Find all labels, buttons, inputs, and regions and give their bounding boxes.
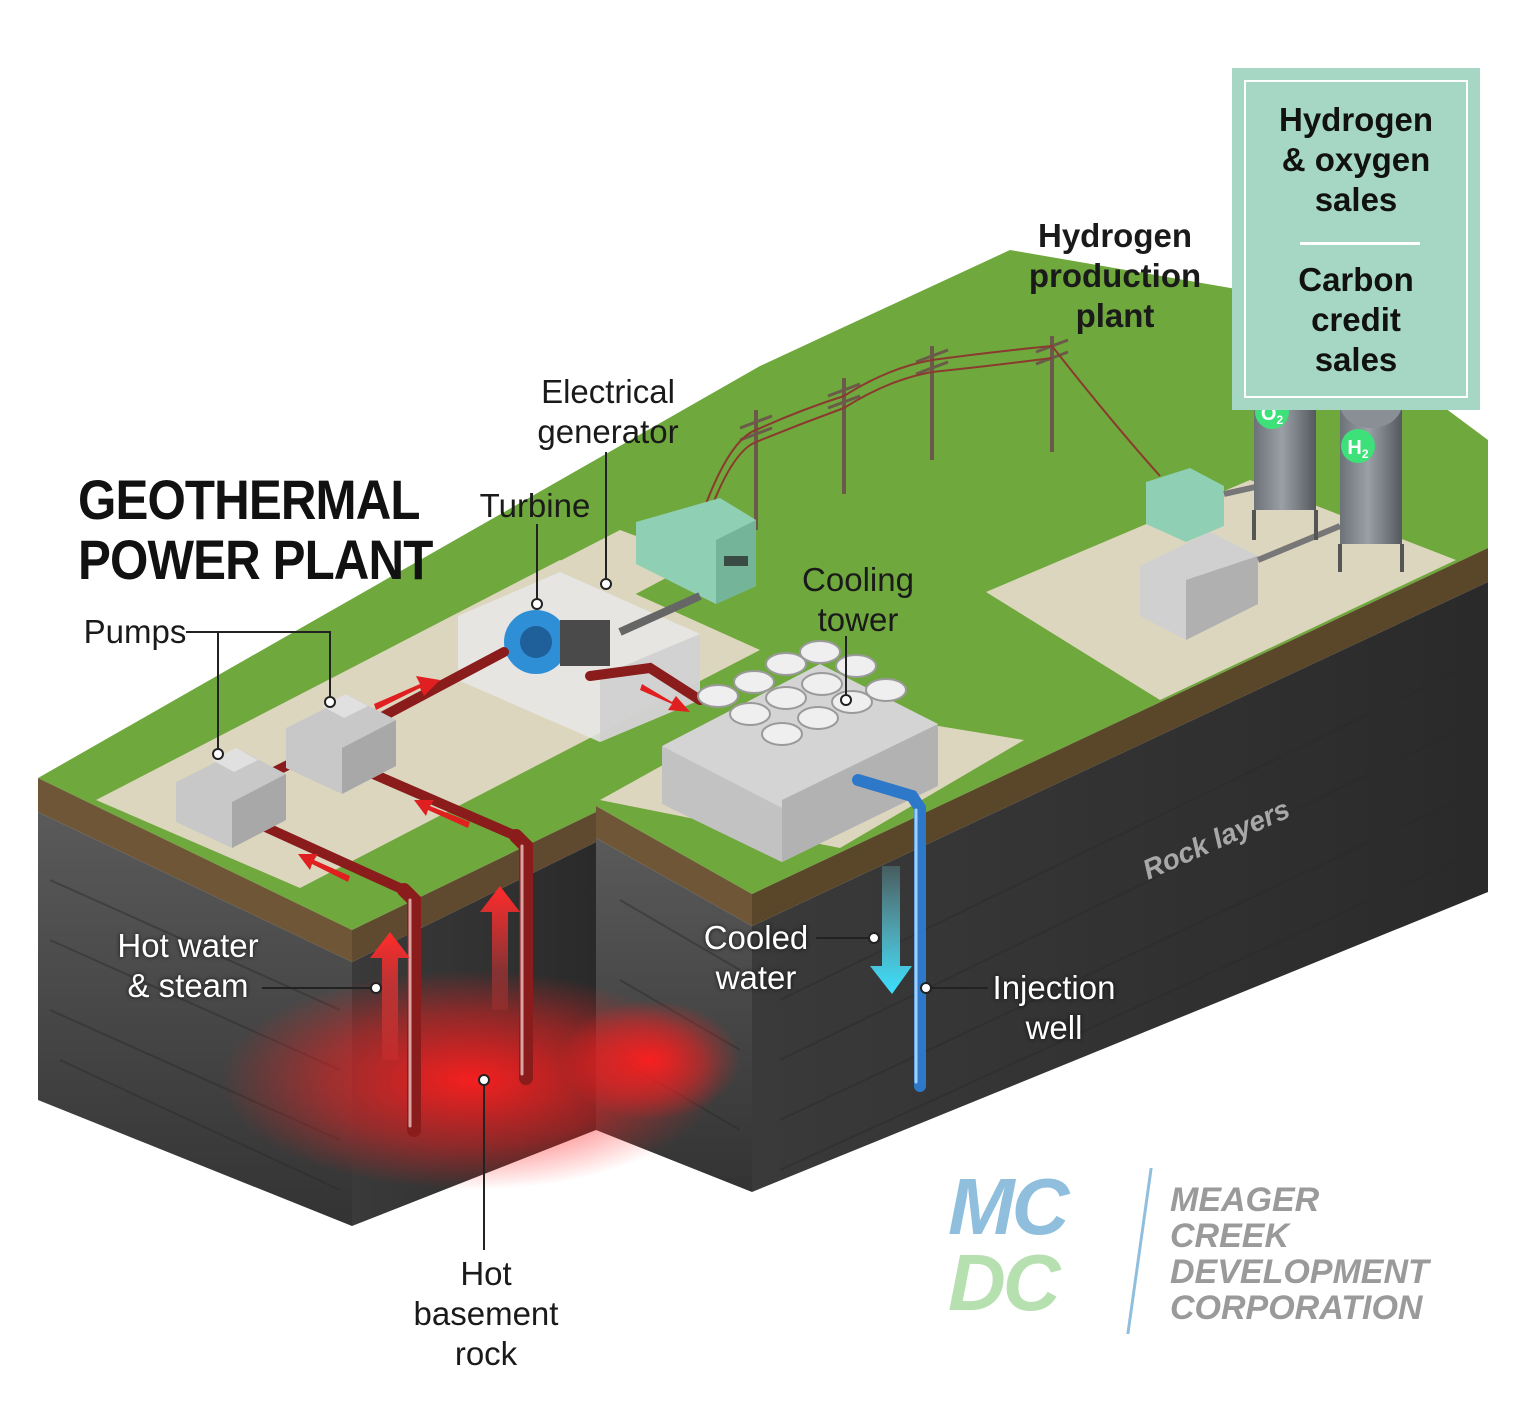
cooling-tower-line-1: Cooling: [802, 561, 914, 598]
sales-top-line-3: sales: [1314, 181, 1398, 218]
logo-name-line-2: CREEK: [1170, 1217, 1290, 1255]
turbine-hall: [458, 572, 702, 742]
turbine-label: Turbine: [479, 487, 591, 524]
sales-divider: [1300, 242, 1420, 245]
sales-top-line-2: & oxygen: [1281, 141, 1431, 178]
sales-top-line-1: Hydrogen: [1278, 101, 1433, 138]
logo-company-name: MEAGER CREEK DEVELOPMENT CORPORATION: [1170, 1182, 1429, 1326]
title-line-2: POWER PLANT: [78, 528, 433, 591]
mcdc-logo: MC DC MEAGER CREEK DEVELOPMENT CORPORATI…: [948, 1162, 1458, 1338]
cooling-tower-label: Cooling tower: [790, 560, 926, 640]
carbon-credit-sales: Carbon credit sales: [1236, 260, 1476, 380]
pump-left: [176, 748, 286, 848]
heat-glow-mid: [560, 1000, 740, 1120]
h2-subscript: 2: [1362, 447, 1369, 461]
hydrogen-oxygen-sales: Hydrogen & oxygen sales: [1236, 100, 1476, 220]
injection-well-label: Injection well: [984, 968, 1124, 1048]
diagram-title: GEOTHERMAL POWER PLANT: [78, 468, 433, 591]
hot-water-line-1: Hot water: [117, 927, 259, 964]
sales-bottom-line-3: sales: [1314, 341, 1398, 378]
electrical-generator-line-2: generator: [537, 413, 679, 450]
cooled-water-line-1: Cooled: [703, 919, 809, 956]
logo-name-line-4: CORPORATION: [1170, 1289, 1423, 1327]
hot-rock-line-2: basement: [413, 1295, 559, 1332]
power-lines: [699, 336, 1161, 530]
o2-subscript: 2: [1276, 413, 1283, 427]
hot-wells: [397, 829, 533, 1137]
hydrogen-plant-line-2: production: [1028, 257, 1202, 294]
injection-well: [852, 774, 926, 1092]
generator-building: [636, 498, 756, 604]
logo-name-line-1: MEAGER: [1170, 1181, 1320, 1219]
cooling-tower-line-2: tower: [817, 601, 899, 638]
hot-rock-line-3: rock: [454, 1335, 518, 1372]
sales-bottom-line-1: Carbon: [1298, 261, 1414, 298]
injection-well-line-1: Injection: [992, 969, 1116, 1006]
pump-right: [286, 694, 396, 794]
cool-downflow-arrow: [870, 866, 912, 994]
sales-box: Hydrogen & oxygen sales Carbon credit sa…: [1232, 68, 1480, 410]
hydrogen-plant: [1140, 468, 1342, 640]
logo-name-line-3: DEVELOPMENT: [1170, 1253, 1429, 1291]
hot-rock-line-1: Hot: [460, 1255, 512, 1292]
surface-arrows: [298, 676, 690, 882]
logo-dc: DC: [948, 1238, 1061, 1327]
rock-face-right: [752, 582, 1488, 1192]
hydrogen-tank-label: H2: [1347, 437, 1368, 461]
sales-box-frame: [1244, 80, 1468, 398]
soil-layer-mid: [596, 806, 752, 926]
hydrogen-plant-label: Hydrogen production plant: [1020, 216, 1210, 336]
hot-water-label: Hot water & steam: [108, 926, 268, 1006]
electrical-generator-line-1: Electrical: [541, 373, 675, 410]
hydrogen-plant-line-1: Hydrogen: [1037, 217, 1192, 254]
hot-basement-rock-label: Hot basement rock: [404, 1254, 568, 1374]
sales-bottom-line-2: credit: [1311, 301, 1401, 338]
electrical-generator-label: Electrical generator: [528, 372, 688, 452]
logo-mc: MC: [948, 1162, 1069, 1251]
soil-layer-right: [752, 548, 1488, 926]
cooled-water-line-2: water: [715, 959, 797, 996]
leader-dots: [212, 578, 932, 1086]
title-line-1: GEOTHERMAL: [78, 468, 421, 531]
soil-layer-left: [38, 778, 352, 962]
hydrogen-plant-line-3: plant: [1075, 297, 1155, 334]
pumps-label: Pumps: [83, 613, 187, 650]
h2-letter: H: [1347, 437, 1361, 459]
cooled-water-label: Cooled water: [694, 918, 818, 998]
injection-well-line-2: well: [1025, 1009, 1083, 1046]
hot-upflow-arrow-right: [480, 886, 520, 1010]
hot-upflow-arrow-left: [370, 932, 410, 1060]
cooling-tower: [662, 640, 938, 862]
leader-lines: [186, 452, 988, 1250]
hot-water-line-2: & steam: [127, 967, 249, 1004]
logo-divider: [1126, 1168, 1153, 1334]
